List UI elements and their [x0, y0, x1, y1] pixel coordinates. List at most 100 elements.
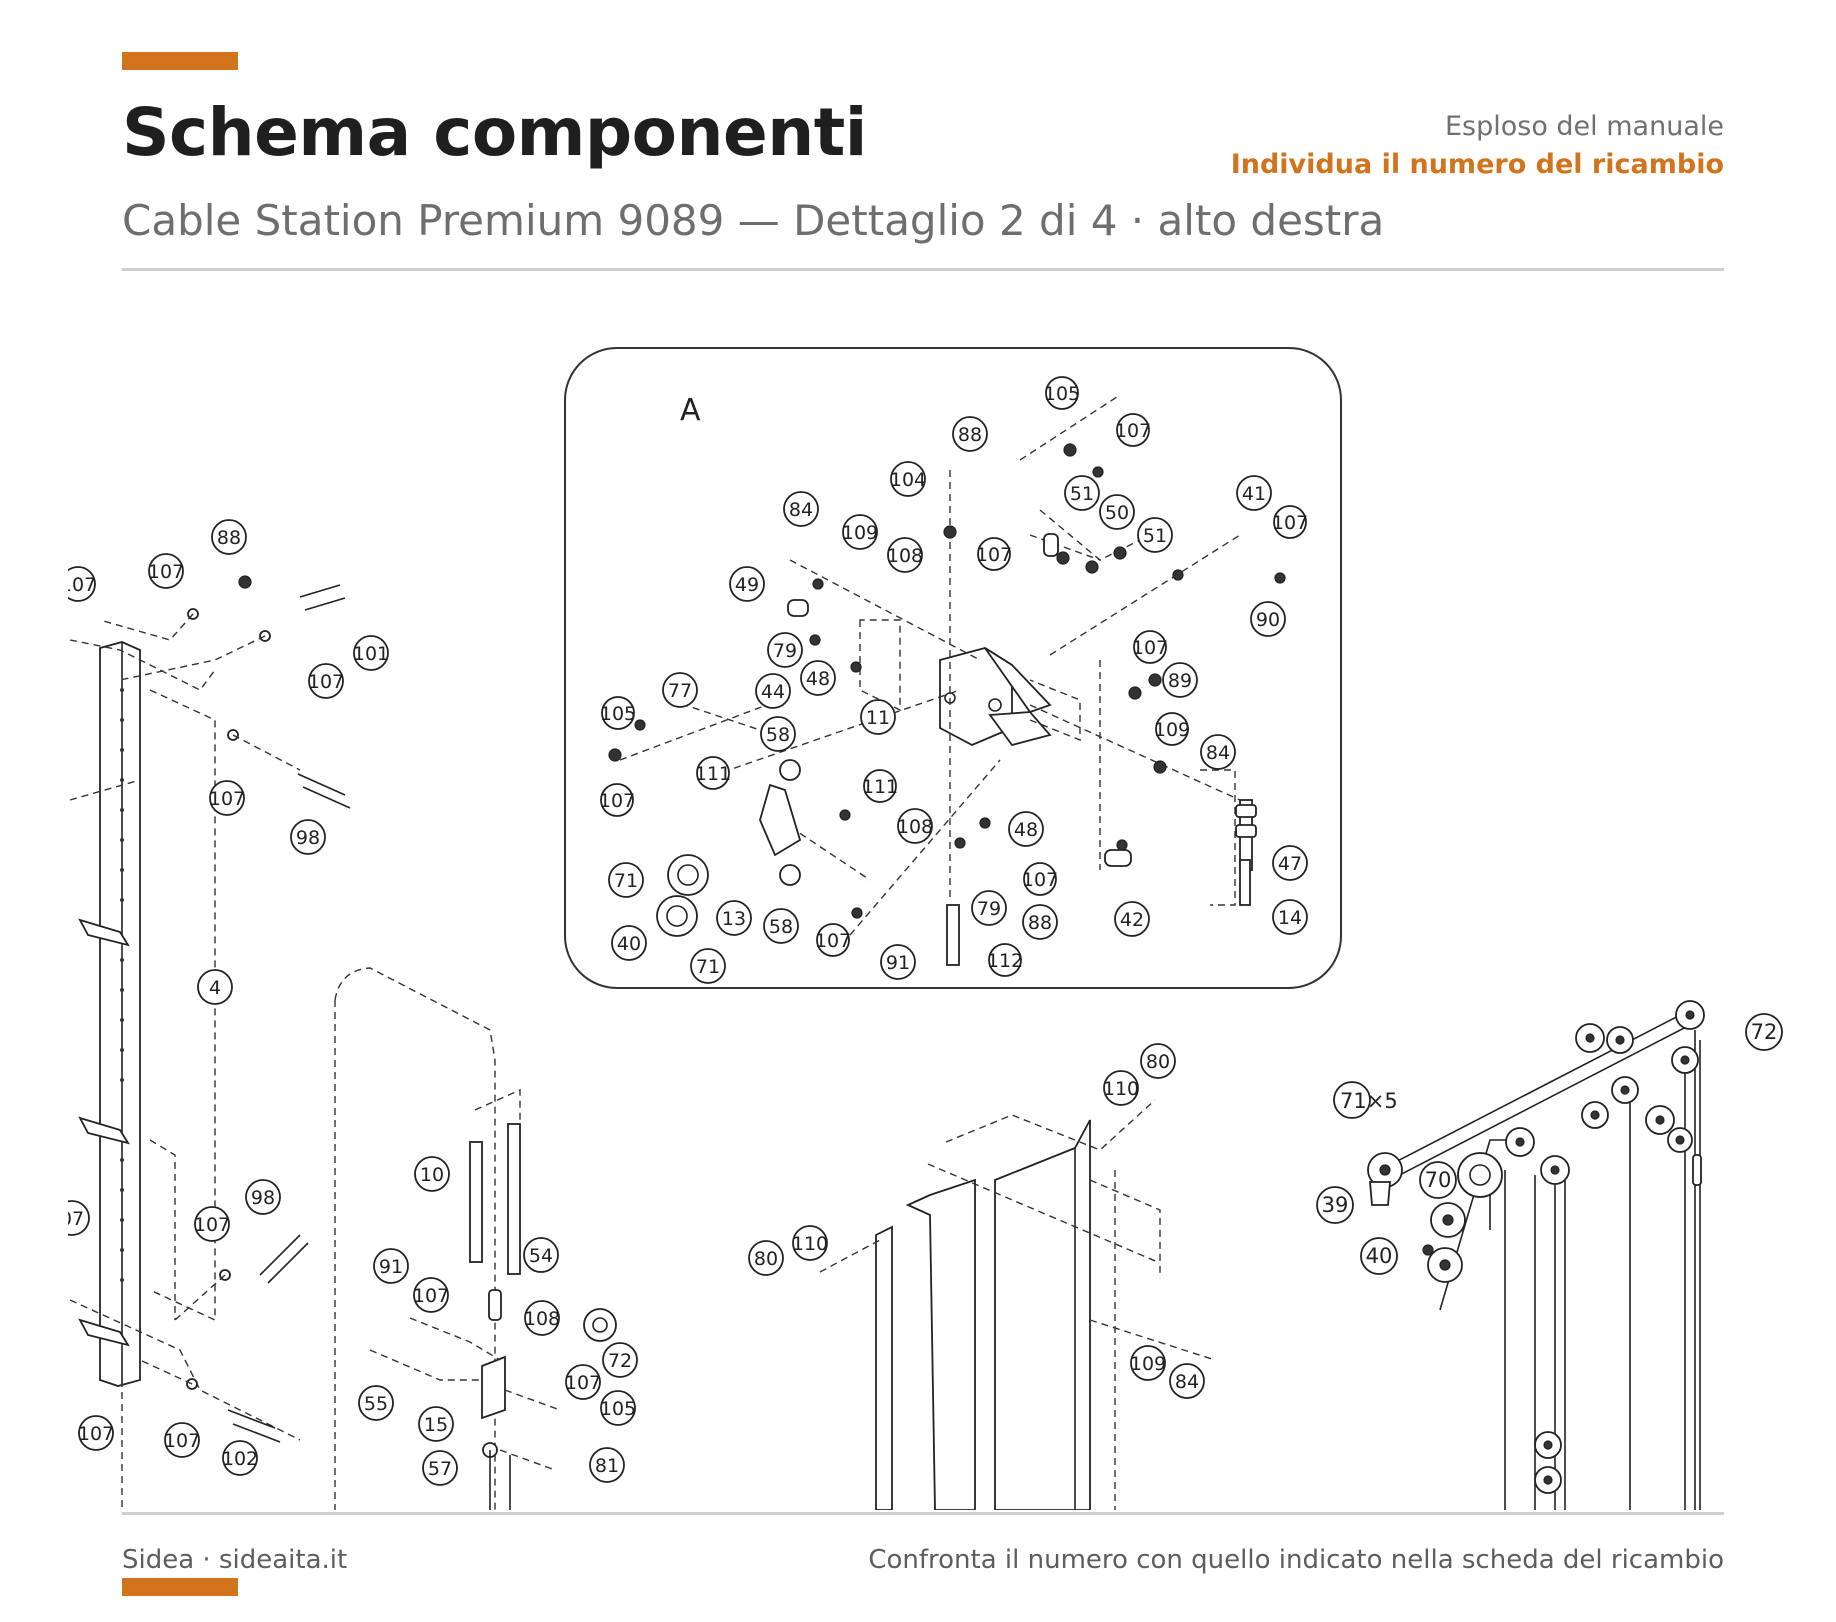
accent-bar-bottom: [122, 1578, 238, 1596]
callout-label: 112: [987, 950, 1023, 972]
callout-label: 49: [735, 574, 759, 596]
callout-label: 111: [695, 763, 731, 785]
callout-label: 107: [60, 574, 96, 596]
callout-label: 107: [599, 790, 635, 812]
header-divider: [122, 268, 1724, 271]
callout-label: 107: [308, 671, 344, 693]
center-assembly: [334, 967, 617, 1510]
callout-label: 102: [222, 1448, 258, 1470]
upright-column-4: [69, 639, 301, 1510]
callout-48: 48: [1008, 811, 1044, 847]
callout-label: 108: [897, 816, 933, 838]
callout-107: 107: [1272, 505, 1308, 539]
page-subtitle: Cable Station Premium 9089 — Dettaglio 2…: [122, 196, 1385, 245]
callout-label: 107: [413, 1285, 449, 1307]
callout-label: 07: [60, 1208, 84, 1230]
callout-11: 11: [860, 699, 896, 735]
inset-assembly-lines: [619, 394, 1241, 936]
callout-label: 57: [428, 1458, 452, 1480]
callout-label: 50: [1105, 502, 1129, 524]
callout-label: 90: [1256, 609, 1280, 631]
callout-79: 79: [767, 632, 803, 668]
callout-label: 110: [792, 1233, 828, 1255]
callout-40: 40: [1360, 1237, 1398, 1275]
callout-label: 107: [976, 544, 1012, 566]
callout-107: 107: [1132, 630, 1168, 664]
callout-58: 58: [763, 908, 799, 944]
callout-102: 102: [222, 1440, 258, 1476]
callout-110: 110: [792, 1225, 828, 1261]
callout-80: 80: [1140, 1043, 1176, 1079]
callout-89: 89: [1162, 662, 1198, 698]
callout-label: 107: [1132, 637, 1168, 659]
callout-label: 55: [364, 1393, 388, 1415]
callout-77: 77: [662, 672, 698, 708]
inset-callouts: 105 88 107 104 84 109 51 50 51 41 107 10…: [599, 376, 1308, 984]
callout-label: 88: [1028, 912, 1052, 934]
callout-label: 54: [529, 1245, 553, 1267]
accent-bar-top: [122, 52, 238, 70]
callout-111: 111: [695, 756, 731, 790]
callout-91: 91: [880, 944, 916, 980]
callout-label: 89: [1168, 670, 1192, 692]
callout-label: 40: [617, 933, 641, 955]
callout-109: 109: [1130, 1345, 1166, 1381]
callout-80: 80: [748, 1240, 784, 1276]
header-meta: Esploso del manuale Individua il numero …: [1231, 108, 1724, 184]
callout-107: 107: [1022, 862, 1058, 896]
callout-107: 107: [599, 783, 635, 817]
callout-108: 108: [887, 537, 923, 573]
callout-72: 72: [602, 1342, 638, 1378]
left-bolts: [99, 575, 351, 1443]
callout-107: 107: [815, 923, 851, 957]
callout-label: 58: [766, 724, 790, 746]
callout-label: 4: [209, 977, 221, 999]
callout-112: 112: [987, 943, 1023, 977]
center-callouts: 10 54 91 107 108 72 55 15 107 105 57 81 …: [358, 1043, 1205, 1486]
callout-54: 54: [523, 1237, 559, 1273]
inset-parts: [608, 443, 1286, 966]
callout-label: 108: [887, 545, 923, 567]
callout-label: 84: [1206, 742, 1230, 764]
callout-label: 11: [866, 707, 890, 729]
callout-71: 71: [690, 948, 726, 984]
callout-107: 107: [1115, 413, 1151, 447]
callout-107: 107: [78, 1415, 114, 1451]
callout-label: 107: [148, 561, 184, 583]
callout-label: 107: [164, 1430, 200, 1452]
callout-55: 55: [358, 1385, 394, 1421]
callout-107: 107: [565, 1364, 601, 1400]
callout-label: 107: [815, 930, 851, 952]
callout-41: 41: [1236, 475, 1272, 511]
callout-label: 71: [614, 870, 638, 892]
callout-79: 79: [971, 890, 1007, 926]
callout-label: 107: [1022, 869, 1058, 891]
callout-51: 51: [1137, 517, 1173, 553]
callout-105: 105: [600, 696, 636, 730]
callout-label: 77: [668, 680, 692, 702]
callout-label: 104: [890, 469, 926, 491]
callout-label: 84: [1175, 1371, 1199, 1393]
callout-label: 72: [608, 1350, 632, 1372]
callout-14: 14: [1272, 899, 1308, 935]
callout-label: 91: [379, 1256, 403, 1278]
callout-label: 51: [1143, 525, 1167, 547]
callout-105: 105: [1044, 376, 1080, 410]
callout-57: 57: [422, 1450, 458, 1486]
callout-label: 107: [209, 788, 245, 810]
callout-108: 108: [897, 808, 933, 844]
callout-109: 109: [1154, 712, 1190, 746]
callout-label: 79: [977, 898, 1001, 920]
pulley-cable-system: [1379, 1009, 1701, 1510]
inset-label: A: [680, 393, 701, 428]
callout-label: 42: [1120, 909, 1144, 931]
callout-98: 98: [290, 819, 326, 855]
callout-label: 109: [1154, 719, 1190, 741]
callout-111: 111: [862, 769, 898, 803]
callout-98: 98: [245, 1179, 281, 1215]
callout-51: 51: [1064, 475, 1100, 511]
pulleys: [1367, 1000, 1705, 1494]
callout-4: 4: [197, 969, 233, 1005]
callout-72: 72: [1745, 1013, 1783, 1051]
callout-88: 88: [1022, 904, 1058, 940]
